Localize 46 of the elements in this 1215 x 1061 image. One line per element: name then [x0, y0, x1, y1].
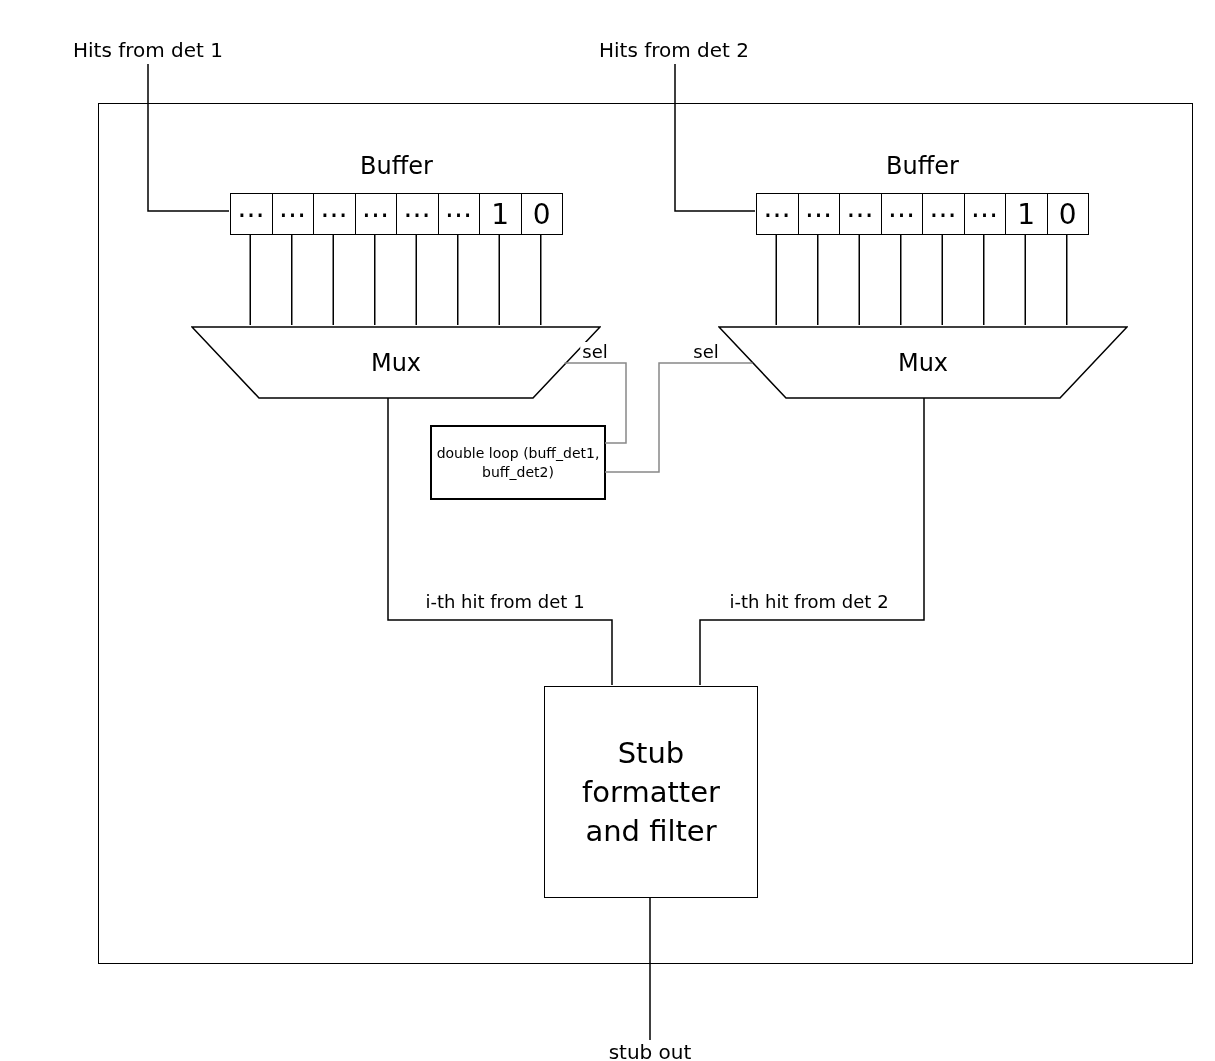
register-cell: ⋯: [437, 193, 480, 235]
register-cell: ⋯: [839, 193, 882, 235]
connector-line: [604, 362, 754, 473]
register-cell: ⋯: [797, 193, 840, 235]
connector-line: [649, 896, 651, 1041]
connector-line: [900, 233, 902, 326]
connector-line: [249, 233, 251, 326]
connector-line: [983, 233, 985, 326]
process-box: Stub formatter and filter: [544, 686, 758, 898]
register-cell: ⋯: [756, 193, 799, 235]
connector-line: [858, 233, 860, 326]
multiplexer: Mux: [718, 326, 1128, 399]
buffer-label: Buffer: [359, 151, 434, 181]
register-cell: ⋯: [922, 193, 965, 235]
connector-line: [291, 233, 293, 326]
register-cell: ⋯: [313, 193, 356, 235]
connector-line: [332, 233, 334, 326]
connector-line: [699, 397, 925, 686]
connector-line: [563, 362, 627, 444]
connector-line: [540, 233, 542, 326]
connector-line: [457, 233, 459, 326]
buffer-label: Buffer: [885, 151, 960, 181]
output-label: stub out: [575, 1040, 725, 1061]
connector-line: [674, 63, 756, 212]
connector-line: [1066, 233, 1068, 326]
register-cell: ⋯: [880, 193, 923, 235]
connector-line: [498, 233, 500, 326]
register-cell: ⋯: [271, 193, 314, 235]
register-cell: ⋯: [396, 193, 439, 235]
connector-line: [1024, 233, 1026, 326]
register-cell: 1: [479, 193, 522, 235]
connector-line: [374, 233, 376, 326]
process-box: double loop (buff_det1, buff_det2): [430, 425, 606, 500]
connector-line: [415, 233, 417, 326]
connector-line: [147, 63, 230, 212]
connector-line: [941, 233, 943, 326]
register-cell: ⋯: [230, 193, 273, 235]
register-cell: ⋯: [354, 193, 397, 235]
connector-line: [775, 233, 777, 326]
connector-line: [817, 233, 819, 326]
connector-line: [387, 397, 613, 686]
register-cell: ⋯: [963, 193, 1006, 235]
register-cell: 0: [520, 193, 563, 235]
system-frame: [98, 103, 1193, 964]
register-cell: 0: [1046, 193, 1089, 235]
register-cell: 1: [1005, 193, 1048, 235]
